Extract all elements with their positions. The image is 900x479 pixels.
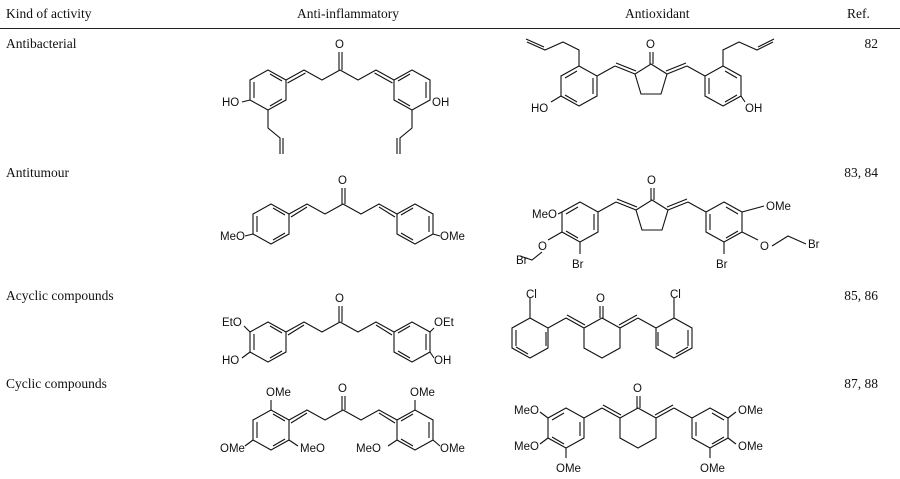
atom-label: OMe [440,443,465,455]
structure-row2-anti-inflammatory: O MeO OMe [220,175,465,245]
atom-label: MeO [532,209,557,221]
atom-label: Br [572,259,584,271]
header-kind-of-activity: Kind of activity [6,6,92,21]
atom-label: Cl [670,289,681,301]
atom-label: OH [745,103,762,115]
header-ref: Ref. [847,6,870,21]
atom-label: OMe [410,387,435,399]
atom-label: MeO [514,405,539,417]
structure-row3-anti-inflammatory: O EtO HO OEt OH [222,293,455,367]
atom-label: HO [531,103,548,115]
row-label-antibacterial: Antibacterial [6,36,77,51]
atom-label: OMe [700,463,725,475]
atom-label: Br [808,239,820,251]
atom-label: OEt [434,317,455,329]
atom-label: Cl [526,289,537,301]
atom-label: MeO [220,231,245,243]
atom-label: O [633,383,642,395]
atom-label: O [338,383,347,395]
atom-label: OH [434,355,451,367]
atom-label: Br [516,255,528,267]
header-antioxidant: Antioxidant [625,6,690,21]
atom-label: HO [222,355,239,367]
atom-label: O [760,241,769,253]
row-ref-cyclic: 87, 88 [844,376,878,391]
atom-label: OMe [220,443,245,455]
atom-label: OMe [266,387,291,399]
atom-label: OMe [766,201,791,213]
atom-label: O [338,175,347,187]
atom-label: MeO [356,443,381,455]
atom-label: HO [222,97,239,109]
atom-label: O [538,241,547,253]
structure-row4-anti-inflammatory: O OMe OMe MeO OMe MeO OMe [220,383,465,455]
atom-label: OMe [738,441,763,453]
structure-row1-anti-inflammatory: O HO OH [222,39,449,154]
structure-row2-antioxidant: O MeO O Br Br OMe O Br Br [516,175,820,271]
row-label-acyclic: Acyclic compounds [6,288,114,303]
atom-label: OMe [440,231,465,243]
atom-label: O [335,39,344,51]
row-label-antitumour: Antitumour [6,165,69,180]
atom-label: O [647,175,656,187]
row-ref-antibacterial: 82 [864,36,879,51]
header-anti-inflammatory: Anti-inflammatory [297,6,399,21]
atom-label: Br [716,259,728,271]
structure-row4-antioxidant: O MeO MeO OMe OMe OMe OMe [514,383,763,475]
atom-label: O [596,293,605,305]
row-ref-antitumour: 83, 84 [844,165,878,180]
row-ref-acyclic: 85, 86 [844,288,878,303]
row-label-cyclic: Cyclic compounds [6,376,107,391]
atom-label: OMe [738,405,763,417]
atom-label: OH [432,97,449,109]
structure-row1-antioxidant: O HO OH [525,38,775,115]
structure-row3-antioxidant: O Cl Cl [511,289,693,359]
atom-label: EtO [222,317,242,329]
atom-label: O [335,293,344,305]
atom-label: MeO [514,441,539,453]
atom-label: MeO [300,443,325,455]
header-rule [0,28,900,29]
atom-label: O [646,39,655,51]
atom-label: OMe [556,463,581,475]
